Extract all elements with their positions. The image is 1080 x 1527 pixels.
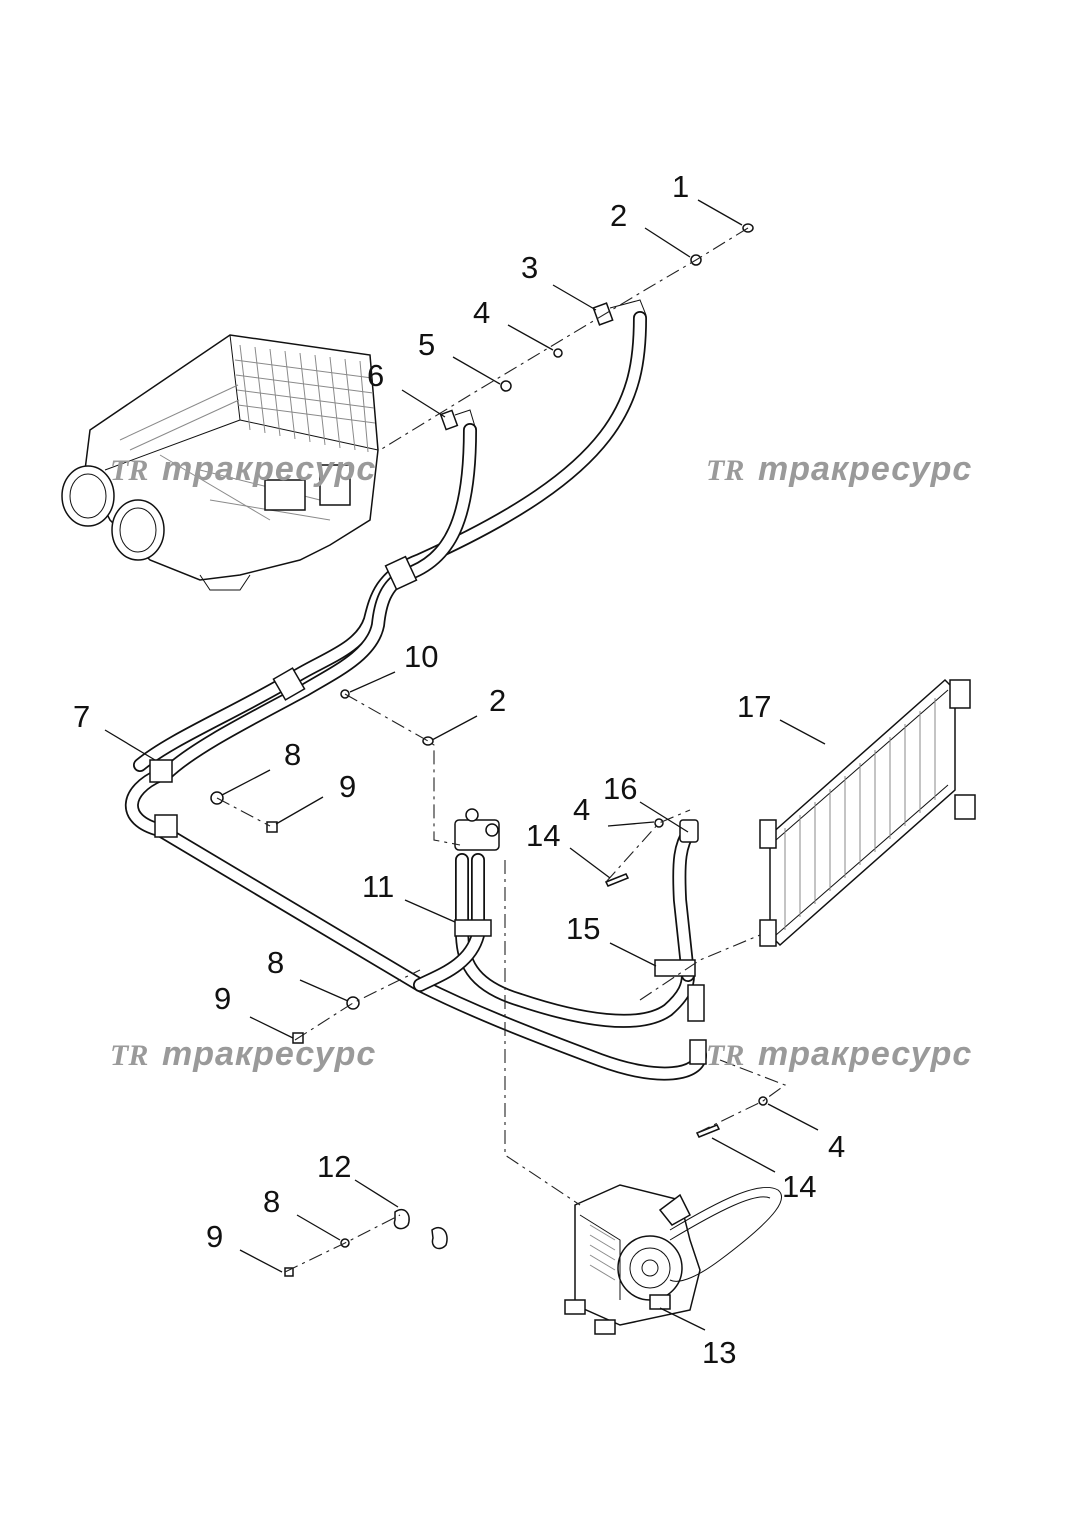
callout-12: 12 bbox=[317, 1149, 351, 1184]
callout-9b: 9 bbox=[214, 981, 231, 1016]
watermark-logo: TR bbox=[110, 454, 148, 487]
callout-4b: 4 bbox=[573, 792, 590, 827]
watermark-text: тракресурс bbox=[758, 1035, 972, 1073]
watermark-logo: TR bbox=[110, 1039, 148, 1072]
hardware bbox=[210, 223, 768, 1277]
leader-lines bbox=[104, 199, 826, 1331]
refrigerant-hoses bbox=[124, 299, 707, 1081]
watermark-text: тракресурс bbox=[758, 450, 972, 488]
callout-8b: 8 bbox=[267, 945, 284, 980]
callout-6: 6 bbox=[367, 358, 384, 393]
callout-14b: 14 bbox=[782, 1169, 816, 1204]
callout-5: 5 bbox=[418, 327, 435, 362]
hvac-unit bbox=[61, 334, 379, 591]
callout-14: 14 bbox=[526, 818, 560, 853]
callout-10: 10 bbox=[404, 639, 438, 674]
watermark-bottom-right: TR тракресурс bbox=[706, 1035, 972, 1073]
watermark-logo: TR bbox=[706, 1039, 744, 1072]
compressor bbox=[564, 1184, 782, 1335]
watermark-logo: TR bbox=[706, 454, 744, 487]
callout-2b: 2 bbox=[489, 683, 506, 718]
callout-9: 9 bbox=[339, 769, 356, 804]
callout-labels: 1 2 3 4 5 6 7 8 9 10 2 16 4 14 17 11 15 … bbox=[73, 169, 845, 1370]
callout-2: 2 bbox=[610, 198, 627, 233]
watermark-top-right: TR тракресурс bbox=[706, 450, 972, 488]
callout-11: 11 bbox=[362, 869, 394, 904]
callout-3: 3 bbox=[521, 250, 538, 285]
callout-8c: 8 bbox=[263, 1184, 280, 1219]
callout-16: 16 bbox=[603, 771, 637, 806]
callout-8: 8 bbox=[284, 737, 301, 772]
callout-1: 1 bbox=[672, 169, 689, 204]
watermark-text: тракресурс bbox=[162, 450, 376, 488]
callout-9c: 9 bbox=[206, 1219, 223, 1254]
callout-7: 7 bbox=[73, 699, 90, 734]
callout-4c: 4 bbox=[828, 1129, 845, 1164]
callout-4: 4 bbox=[473, 295, 490, 330]
callout-13: 13 bbox=[702, 1335, 736, 1370]
watermark-top-left: TR тракресурс bbox=[110, 450, 376, 488]
condenser bbox=[759, 678, 976, 947]
watermark-text: тракресурс bbox=[162, 1035, 376, 1073]
callout-17: 17 bbox=[737, 689, 771, 724]
callout-15: 15 bbox=[566, 911, 600, 946]
watermark-bottom-left: TR тракресурс bbox=[110, 1035, 376, 1073]
